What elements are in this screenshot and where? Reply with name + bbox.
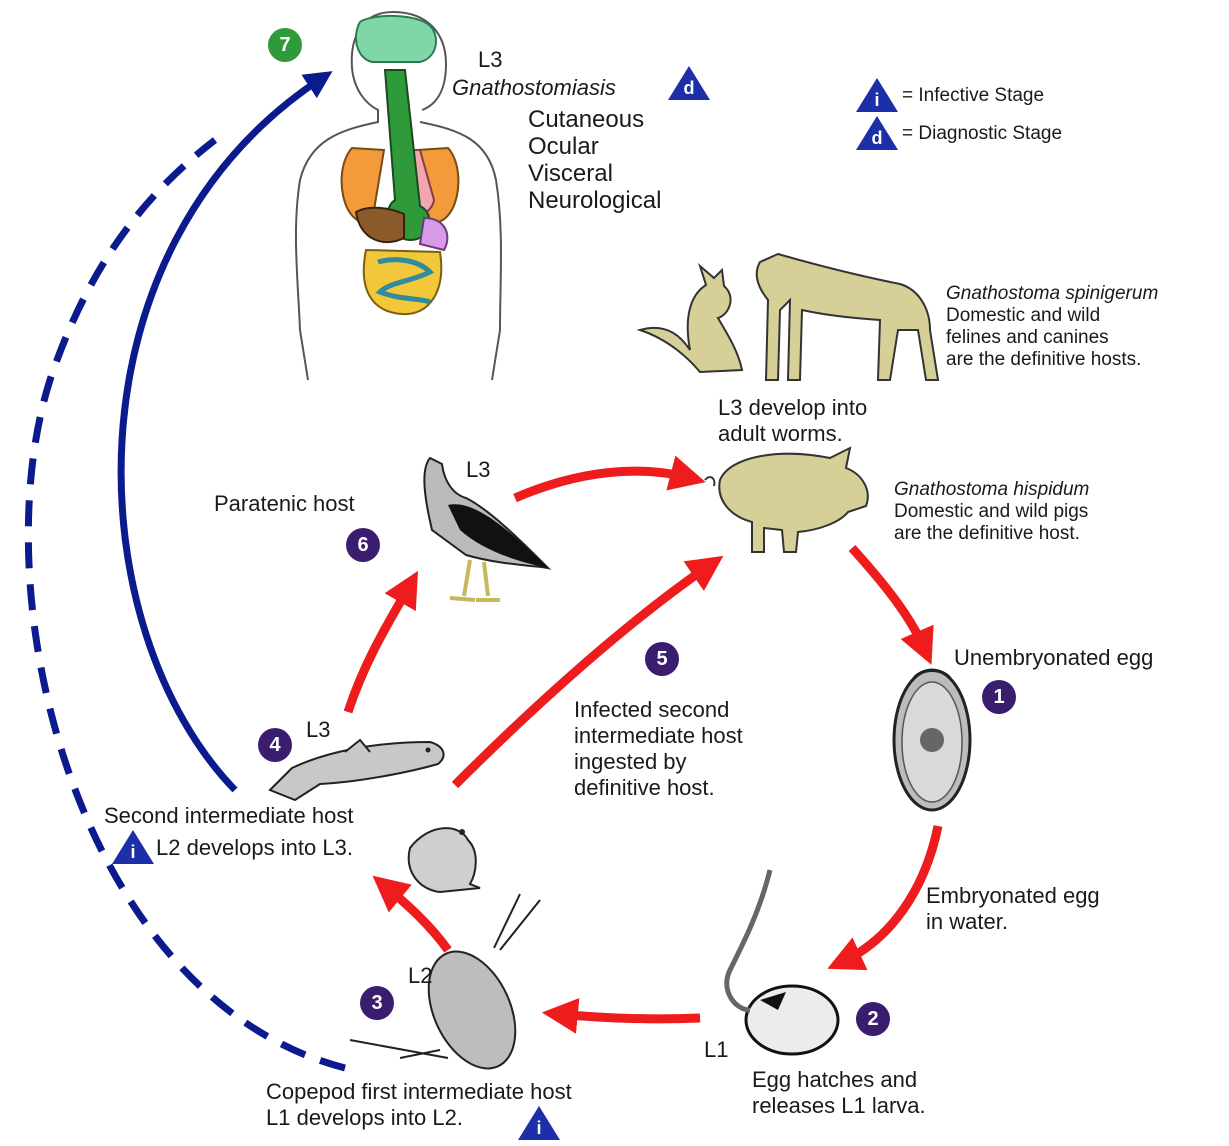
hispidum-species: Gnathostoma hispidum bbox=[894, 478, 1089, 501]
unembryonated-egg-illustration bbox=[894, 670, 970, 810]
arrow-pig-to-egg bbox=[852, 548, 925, 650]
unembryonated-egg-label: Unembryonated egg bbox=[954, 644, 1153, 671]
paratenic-larva-label: L3 bbox=[466, 456, 490, 483]
stage-6-badge: 6 bbox=[346, 528, 380, 562]
hispidum-line-2: are the definitive host. bbox=[894, 522, 1080, 545]
copepod-line-1: Copepod first intermediate host bbox=[266, 1078, 572, 1105]
arrow-hatch-to-copepod bbox=[558, 1014, 700, 1019]
spinigerum-line-1: Domestic and wild bbox=[946, 304, 1100, 327]
arrow-paratenic-to-pig bbox=[515, 471, 690, 498]
second-host-line-2: L2 develops into L3. bbox=[156, 834, 353, 861]
arrow-fish-to-paratenic bbox=[348, 585, 410, 712]
paratenic-host-label: Paratenic host bbox=[214, 490, 355, 517]
copepod-larva-label: L2 bbox=[408, 962, 432, 989]
legend-diagnostic-text: = Diagnostic Stage bbox=[902, 122, 1062, 145]
stage-1-badge: 1 bbox=[982, 680, 1016, 714]
fish-larva-label: L3 bbox=[306, 716, 330, 743]
disease-form-1: Cutaneous bbox=[528, 106, 644, 134]
human-diagnostic-marker-icon: d bbox=[668, 66, 710, 100]
spinigerum-species: Gnathostoma spinigerum bbox=[946, 282, 1158, 305]
blue-solid-arrow bbox=[121, 78, 322, 790]
hatching-egg-illustration bbox=[727, 870, 838, 1054]
arrow-copepod-to-second-host bbox=[385, 886, 448, 950]
hatch-line-2: releases L1 larva. bbox=[752, 1092, 926, 1119]
copepod-line-2: L1 develops into L2. bbox=[266, 1104, 463, 1131]
arrow-egg-to-embryonated bbox=[842, 826, 938, 962]
human-figure-illustration bbox=[296, 12, 501, 380]
ingested-line-3: ingested by bbox=[574, 748, 687, 775]
spinigerum-line-2: felines and canines bbox=[946, 326, 1109, 349]
stage-3-badge: 3 bbox=[360, 986, 394, 1020]
develop-line-2: adult worms. bbox=[718, 420, 843, 447]
second-host-line-1: Second intermediate host bbox=[104, 802, 354, 829]
human-larva-label: L3 bbox=[478, 46, 502, 73]
spinigerum-line-3: are the definitive hosts. bbox=[946, 348, 1141, 371]
hatch-line-1: Egg hatches and bbox=[752, 1066, 917, 1093]
frog-illustration bbox=[409, 828, 480, 892]
cat-and-dog-illustration bbox=[640, 254, 938, 380]
infective-stage-marker-icon: i bbox=[856, 78, 898, 112]
disease-form-4: Neurological bbox=[528, 187, 661, 215]
develop-line-1: L3 develop into bbox=[718, 394, 867, 421]
ingested-line-4: definitive host. bbox=[574, 774, 715, 801]
stage-5-badge: 5 bbox=[645, 642, 679, 676]
embryonated-line-1: Embryonated egg bbox=[926, 882, 1100, 909]
fish-illustration bbox=[270, 740, 444, 800]
stage-7-badge: 7 bbox=[268, 28, 302, 62]
hatch-larva-label: L1 bbox=[704, 1036, 728, 1063]
disease-form-2: Ocular bbox=[528, 133, 599, 161]
embryonated-line-2: in water. bbox=[926, 908, 1008, 935]
diagnostic-stage-marker-icon: d bbox=[856, 116, 898, 150]
stage-4-badge: 4 bbox=[258, 728, 292, 762]
ingested-line-1: Infected second bbox=[574, 696, 729, 723]
copepod-infective-marker-icon: i bbox=[518, 1106, 560, 1140]
ingested-line-2: intermediate host bbox=[574, 722, 743, 749]
hispidum-line-1: Domestic and wild pigs bbox=[894, 500, 1088, 523]
disease-form-3: Visceral bbox=[528, 160, 613, 188]
pig-illustration bbox=[705, 448, 868, 552]
disease-name: Gnathostomiasis bbox=[452, 74, 616, 101]
stage-2-badge: 2 bbox=[856, 1002, 890, 1036]
legend-infective-text: = Infective Stage bbox=[902, 84, 1044, 107]
second-host-infective-marker-icon: i bbox=[112, 830, 154, 864]
